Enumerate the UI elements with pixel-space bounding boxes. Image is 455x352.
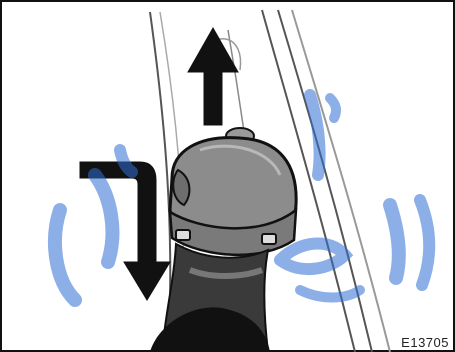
figure-code-label: E13705: [401, 335, 449, 350]
